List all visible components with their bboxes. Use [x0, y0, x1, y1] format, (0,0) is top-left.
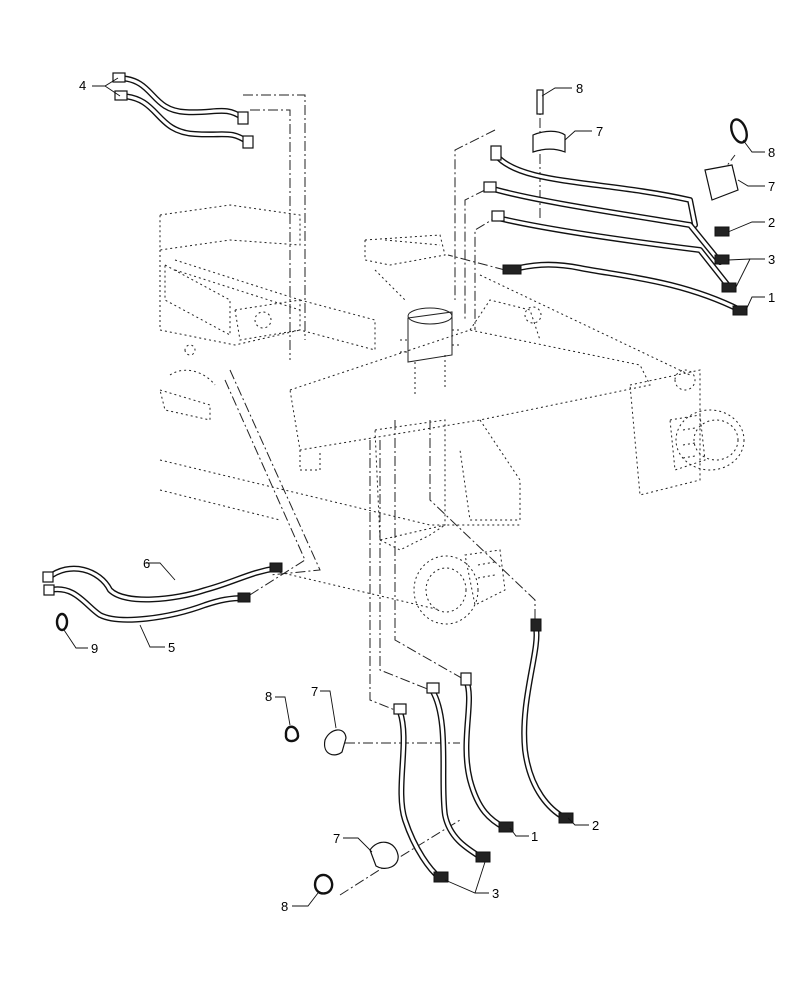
callout-2-bottom: 2 — [592, 818, 599, 833]
right-wheel-motor — [669, 409, 745, 471]
callout-2-top: 2 — [768, 215, 775, 230]
left-wheel-motor — [413, 549, 506, 625]
callout-3-top: 3 — [768, 252, 775, 267]
callout-6: 6 — [143, 556, 150, 571]
swivel-joint — [400, 307, 460, 395]
callout-7-low: 7 — [333, 831, 340, 846]
callout-7-right: 7 — [768, 179, 775, 194]
callout-1-top: 1 — [768, 290, 775, 305]
callout-5: 5 — [168, 640, 175, 655]
callout-9: 9 — [91, 641, 98, 656]
callout-8-mid: 8 — [265, 689, 272, 704]
callout-labels: 4 8 7 8 7 2 3 1 6 9 5 8 7 1 2 7 8 3 — [79, 78, 775, 914]
hose-4-pair — [112, 72, 254, 149]
leader-lines — [63, 77, 765, 907]
callout-4: 4 — [79, 78, 86, 93]
callout-8-top: 8 — [576, 81, 583, 96]
callout-1-bottom: 1 — [531, 829, 538, 844]
hose-set-upper-right — [483, 145, 748, 316]
callout-7-mid: 7 — [311, 684, 318, 699]
callout-3-bottom: 3 — [492, 886, 499, 901]
callout-7-top: 7 — [596, 124, 603, 139]
machine-frame-phantom — [159, 204, 701, 611]
callout-8-low: 8 — [281, 899, 288, 914]
hose-5-6-pair — [42, 562, 283, 623]
clamp-parts — [55, 89, 748, 895]
callout-8-right: 8 — [768, 145, 775, 160]
hose-set-lower — [393, 618, 574, 883]
assembly-center-lines — [224, 94, 736, 896]
